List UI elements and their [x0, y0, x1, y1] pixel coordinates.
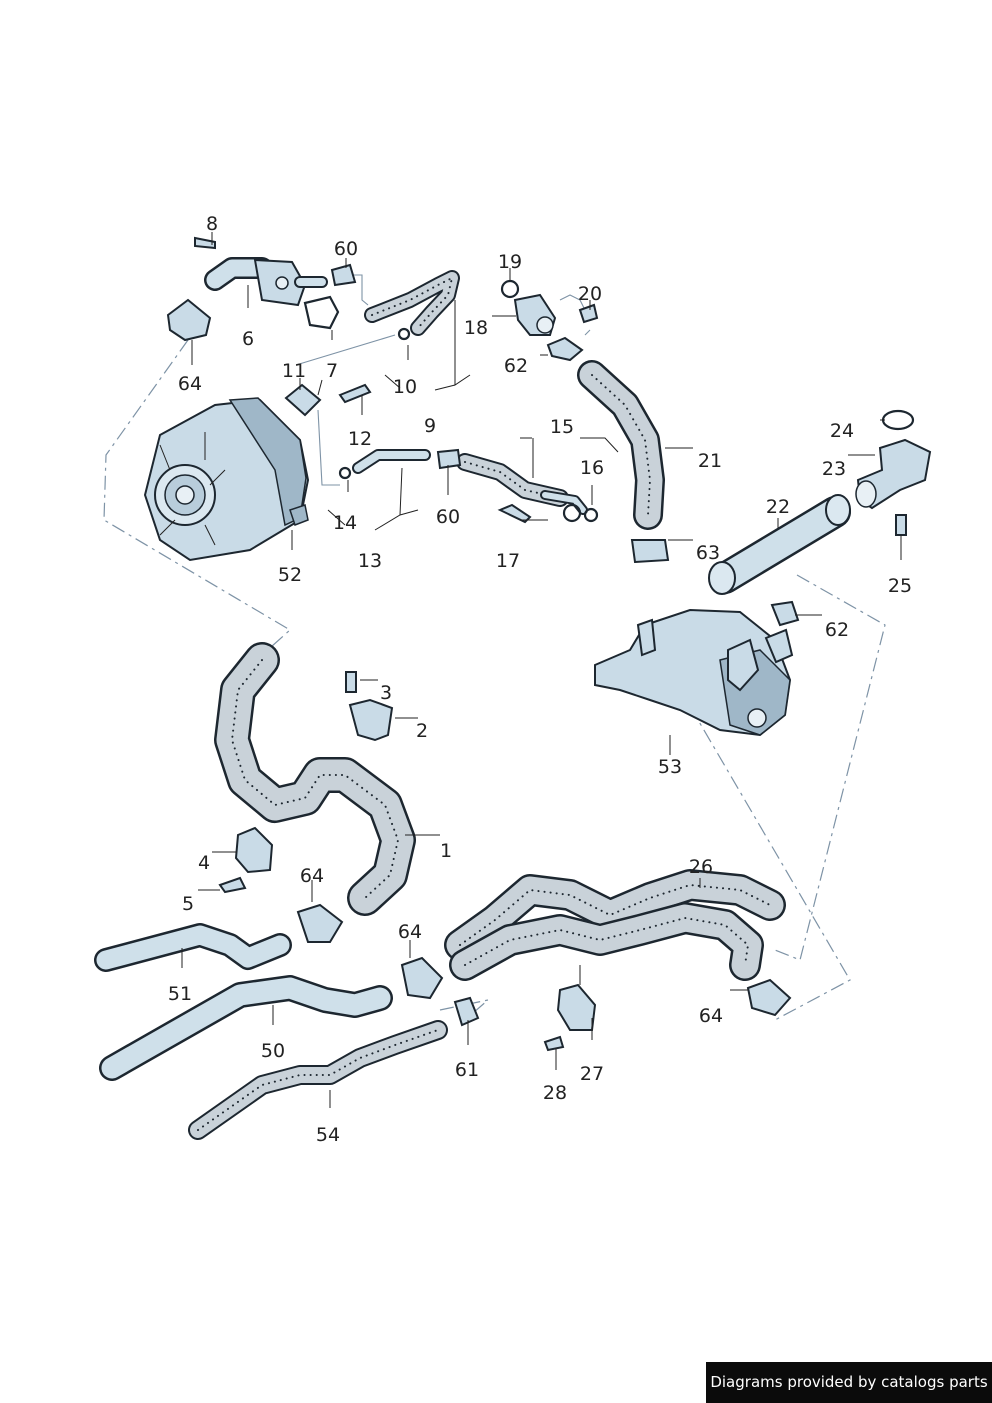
callout-22: 22: [766, 496, 790, 518]
hose-10: [364, 270, 460, 341]
callout-19: 19: [498, 251, 522, 273]
callout-14: 14: [333, 512, 357, 534]
callout-2: 2: [416, 720, 428, 742]
callout-5: 5: [182, 893, 194, 915]
pipe-13-hose-15: [338, 448, 599, 524]
callout-60-mid: 60: [436, 506, 460, 528]
callout-27: 27: [580, 1063, 604, 1085]
alternator: [143, 397, 310, 562]
pipe-22: [708, 409, 932, 595]
coolant-flange: [166, 257, 340, 342]
callout-64-mid: 64: [398, 921, 422, 943]
hose-26: [444, 869, 792, 1052]
hose-21: [577, 360, 670, 564]
callout-7: 7: [326, 360, 338, 382]
leader-lines: [181, 232, 902, 1108]
footer-credit-text: Diagrams provided by catalogs parts: [710, 1373, 988, 1391]
connection-lines: [103, 274, 886, 1021]
callout-9: 9: [424, 415, 436, 437]
hose-54: [188, 1020, 448, 1140]
callout-15: 15: [550, 416, 574, 438]
callout-25: 25: [888, 575, 912, 597]
callout-24: 24: [830, 420, 854, 442]
callout-20: 20: [578, 283, 602, 305]
hose-1: [214, 642, 416, 916]
callout-54: 54: [316, 1124, 340, 1146]
flange-18: [500, 279, 599, 362]
callout-10: 10: [393, 376, 417, 398]
callout-23: 23: [822, 458, 846, 480]
pipe-51: [94, 903, 344, 972]
callout-8: 8: [206, 213, 218, 235]
callout-17: 17: [496, 550, 520, 572]
callout-1: 1: [440, 840, 452, 862]
pipe-50: [99, 956, 480, 1081]
callout-28: 28: [543, 1082, 567, 1104]
pump-housing: [594, 600, 800, 737]
callout-21: 21: [698, 450, 722, 472]
callout-62-top: 62: [504, 355, 528, 377]
callout-labels: 8 60 6 7 64 11 10 9 12 14 60 13 52 15 16…: [168, 213, 912, 1146]
callout-62-right: 62: [825, 619, 849, 641]
callout-53: 53: [658, 756, 682, 778]
callout-4: 4: [198, 852, 210, 874]
callout-6: 6: [242, 328, 254, 350]
callout-18: 18: [464, 317, 488, 339]
callout-26: 26: [689, 856, 713, 878]
gasket-and-screws: [194, 236, 372, 417]
callout-64-right: 64: [699, 1005, 723, 1027]
callout-11: 11: [282, 360, 306, 382]
callout-3: 3: [380, 682, 392, 704]
callout-64-top: 64: [178, 373, 202, 395]
callout-60-top: 60: [334, 238, 358, 260]
callout-64-left: 64: [300, 865, 324, 887]
callout-51: 51: [168, 983, 192, 1005]
callout-13: 13: [358, 550, 382, 572]
callout-16: 16: [580, 457, 604, 479]
callout-63: 63: [696, 542, 720, 564]
callout-52: 52: [278, 564, 302, 586]
footer-credit-badge: Diagrams provided by catalogs parts: [706, 1362, 992, 1403]
callout-61: 61: [455, 1059, 479, 1081]
callout-12: 12: [348, 428, 372, 450]
callout-50: 50: [261, 1040, 285, 1062]
